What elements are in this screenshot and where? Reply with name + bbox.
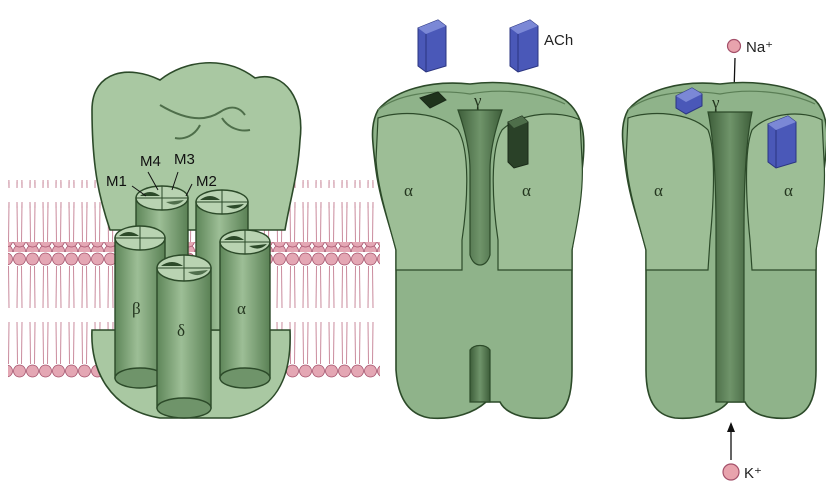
sodium-label: Na⁺: [746, 39, 773, 56]
subunit-label-delta: δ: [177, 321, 185, 340]
subunit-label-alpha-right-left: α: [654, 181, 663, 200]
bound-ach-right: [768, 116, 796, 168]
left-panel: M4 M3 M1 M2 β δ α: [8, 63, 380, 418]
subunit-label-alpha-mid-right: α: [522, 181, 531, 200]
binding-site-right: [508, 116, 528, 168]
subunit-label-gamma-mid: γ: [473, 91, 482, 110]
helix-label-m4: M4: [140, 153, 161, 170]
ach-molecule-left: [418, 20, 446, 72]
sodium-ion: [728, 40, 741, 53]
middle-panel: ACh γ α α: [373, 20, 584, 418]
closed-channel-right-lobe: [493, 114, 582, 270]
helix-label-m2: M2: [196, 173, 217, 190]
potassium-label: K⁺: [744, 465, 762, 482]
helix-label-m3: M3: [174, 151, 195, 168]
ach-label: ACh: [544, 32, 573, 49]
potassium-arrowhead: [727, 422, 735, 432]
closed-channel-lower-pore: [470, 346, 490, 403]
right-panel: Na⁺ γ α α K⁺: [623, 39, 826, 482]
subunit-label-alpha-left: α: [237, 299, 246, 318]
potassium-ion: [723, 464, 739, 480]
subunit-label-alpha-right-right: α: [784, 181, 793, 200]
closed-channel-left-lobe: [376, 114, 467, 270]
subunit-label-alpha-mid-left: α: [404, 181, 413, 200]
subunit-label-beta: β: [132, 299, 141, 318]
subunit-label-gamma-right: γ: [711, 93, 720, 112]
open-channel-left-lobe: [626, 114, 714, 270]
helix-label-m1: M1: [106, 173, 127, 190]
ach-molecule-right: [510, 20, 538, 72]
